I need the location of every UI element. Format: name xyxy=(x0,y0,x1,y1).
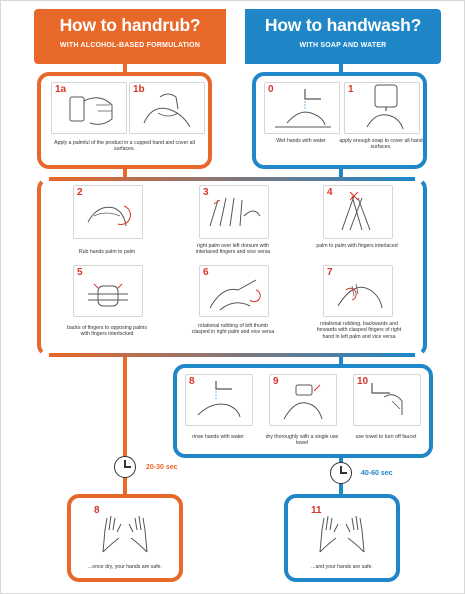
hand-illustration-icon xyxy=(283,384,323,420)
handrub-flow-line xyxy=(123,357,127,495)
step-11-caption: ...and your hands are safe. xyxy=(311,564,373,570)
step-7-caption: rotational rubbing, backwards and forwar… xyxy=(316,321,402,340)
handwash-duration: 40-60 sec xyxy=(361,470,393,477)
connector-line xyxy=(339,169,343,178)
step-number: 10 xyxy=(357,376,369,387)
hand-illustration-icon xyxy=(319,515,365,553)
handrub-title: How to handrub? xyxy=(59,15,201,35)
step-number: 7 xyxy=(327,267,333,278)
handrub-final-box: 8 ...once dry, your hands are safe. xyxy=(67,494,183,582)
connector-line xyxy=(123,169,127,178)
hand-illustration-icon xyxy=(337,283,383,309)
step-number: 1 xyxy=(348,84,354,95)
handwash-title: How to handwash? xyxy=(264,15,422,35)
handwash-header: How to handwash? WITH SOAP AND WATER xyxy=(245,9,441,64)
step-9-caption: dry thoroughly with a single use towel xyxy=(265,434,339,447)
connector-line xyxy=(123,64,127,73)
hand-illustration-icon xyxy=(197,381,241,418)
hand-illustration-icon xyxy=(209,279,261,311)
step-8-safe-illustration: 8 xyxy=(91,504,159,558)
step-6-illustration: 6 xyxy=(199,265,269,317)
hand-illustration-icon xyxy=(69,96,113,125)
hand-illustration-icon xyxy=(87,205,131,227)
handrub-apply-box: 1a 1b Apply a palmful of the product in … xyxy=(37,72,212,169)
clock-icon xyxy=(114,456,136,478)
step-0-illustration: 0 xyxy=(264,82,340,134)
step-11-illustration: 11 xyxy=(308,504,376,558)
step-number: 4 xyxy=(327,187,333,198)
step-1-caption: apply enough soap to cover all hand surf… xyxy=(339,138,423,151)
step-number: 9 xyxy=(273,376,279,387)
hand-illustration-icon xyxy=(102,515,148,553)
hand-illustration-icon xyxy=(366,84,404,130)
step-number: 8 xyxy=(94,505,100,516)
step-7-illustration: 7 xyxy=(323,265,393,317)
step-1a-illustration: 1a xyxy=(51,82,127,134)
hand-illustration-icon xyxy=(209,197,261,227)
step-10-caption: use towel to turn off faucet xyxy=(355,434,417,440)
connector-line xyxy=(339,357,343,365)
connector-line xyxy=(339,64,343,73)
step-10-illustration: 10 xyxy=(353,374,421,426)
gradient-border xyxy=(49,353,415,357)
step-1-illustration: 1 xyxy=(344,82,420,134)
handrub-subtitle: WITH ALCOHOL-BASED FORMULATION xyxy=(59,42,201,49)
step-3-illustration: 3 xyxy=(199,185,269,239)
hand-illustration-icon xyxy=(371,383,403,415)
step-number: 11 xyxy=(311,505,322,516)
handwash-final-box: 11 ...and your hands are safe. xyxy=(284,494,400,582)
step-number: 5 xyxy=(77,267,83,278)
step-1-caption: Apply a palmful of the product in a cupp… xyxy=(54,140,195,153)
step-8-rinse-caption: rinse hands with water xyxy=(192,434,244,440)
step-8-safe-caption: ...once dry, your hands are safe. xyxy=(87,564,162,570)
step-1b-illustration: 1b xyxy=(129,82,205,134)
step-4-caption: palm to palm with fingers interlaced xyxy=(316,243,398,249)
step-number: 0 xyxy=(268,84,274,95)
step-9-illustration: 9 xyxy=(269,374,337,426)
clock-icon xyxy=(330,462,352,484)
step-3-caption: right palm over left dorsum with interla… xyxy=(195,243,271,256)
handrub-duration: 20-30 sec xyxy=(146,464,178,471)
hand-illustration-icon xyxy=(88,283,128,307)
hand-illustration-icon xyxy=(275,89,331,128)
hand-illustration-icon xyxy=(143,93,191,128)
step-number: 3 xyxy=(203,187,209,198)
hand-illustration-icon xyxy=(341,191,371,231)
step-0-caption: Wet hands with water xyxy=(276,138,326,144)
gradient-border xyxy=(49,177,415,181)
step-number: 6 xyxy=(203,267,209,278)
step-number: 1b xyxy=(133,84,145,95)
step-2-caption: Rub hands palm to palm xyxy=(78,249,136,255)
step-number: 1a xyxy=(55,84,67,95)
step-number: 2 xyxy=(77,187,83,198)
step-5-illustration: 5 xyxy=(73,265,143,317)
handwash-wet-box: 0 Wet hands with water 1 apply enoug xyxy=(252,72,427,169)
step-number: 8 xyxy=(189,376,195,387)
step-6-caption: rotational rubbing of left thumb clasped… xyxy=(191,323,275,336)
step-4-illustration: 4 xyxy=(323,185,393,239)
step-8-rinse-illustration: 8 xyxy=(185,374,253,426)
handwash-subtitle: WITH SOAP AND WATER xyxy=(299,42,387,49)
step-5-caption: backs of fingers to opposing palms with … xyxy=(67,325,147,338)
rinse-dry-box: 8 rinse hands with water 9 dry thoroughl… xyxy=(173,364,433,458)
handrub-header: How to handrub? WITH ALCOHOL-BASED FORMU… xyxy=(34,9,226,64)
step-2-illustration: 2 xyxy=(73,185,143,239)
